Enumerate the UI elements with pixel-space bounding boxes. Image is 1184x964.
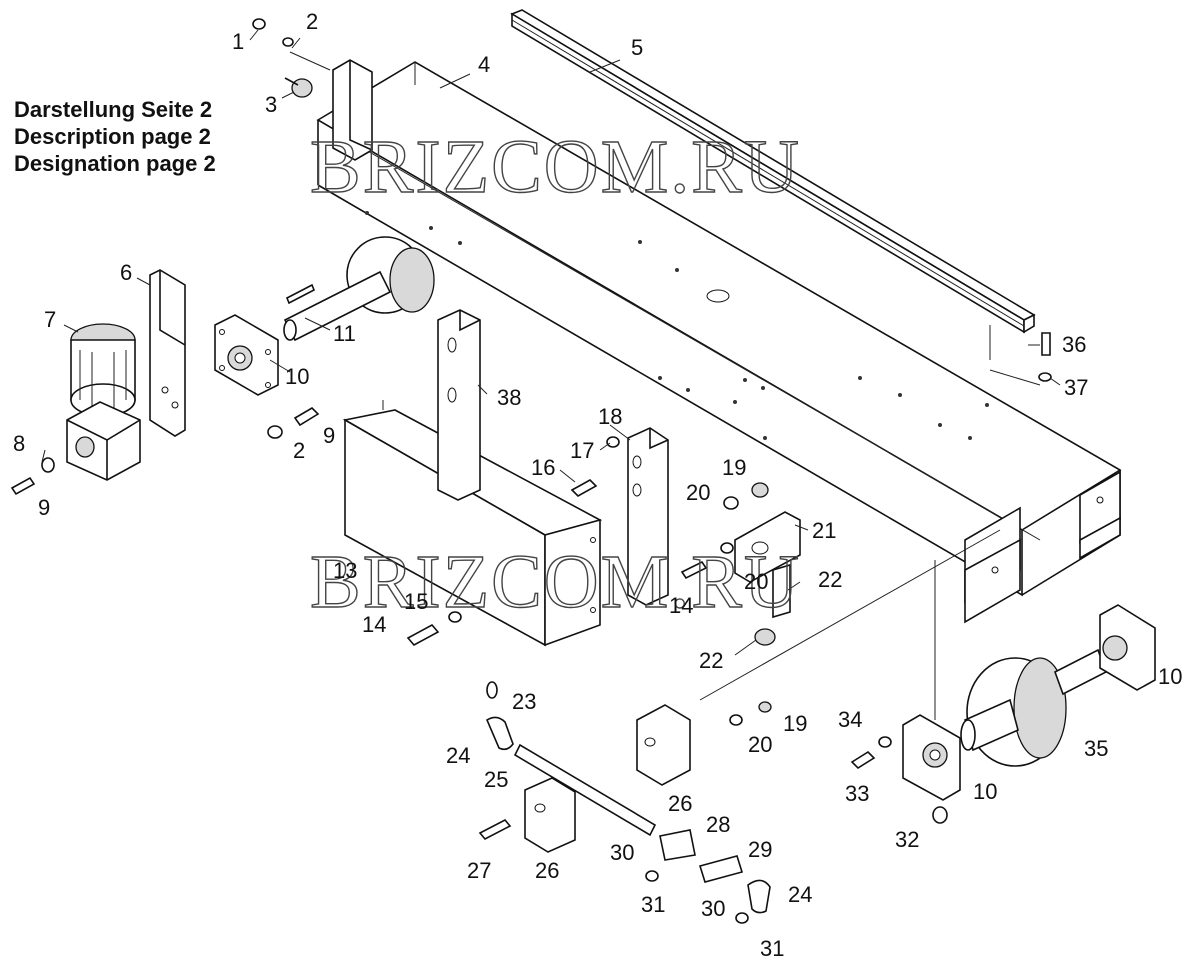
support-post-part (570, 427, 669, 606)
callout-28: 28 (706, 812, 730, 837)
callout-19: 19 (722, 455, 746, 480)
callout-4: 4 (478, 52, 490, 77)
callout-21: 21 (812, 518, 836, 543)
header-line-german: Darstellung Seite 2 (14, 97, 213, 122)
callout-35: 35 (1084, 736, 1108, 761)
pipe-assembly-part (478, 681, 772, 924)
callout-5: 5 (631, 35, 643, 60)
callout-9: 9 (323, 423, 335, 448)
callout-26: 26 (668, 791, 692, 816)
top-rail-part (510, 9, 1036, 334)
bearing-flange-left-part (214, 314, 279, 396)
upright-post-part (437, 309, 481, 501)
callout-30: 30 (701, 896, 725, 921)
callout-27: 27 (467, 858, 491, 883)
watermark-top: BRIZCOM.RU (310, 125, 801, 209)
gear-motor-part (66, 323, 141, 481)
page-reference-header: Darstellung Seite 2 Description page 2 D… (14, 96, 216, 177)
callout-22: 22 (699, 648, 723, 673)
callout-31: 31 (641, 892, 665, 917)
callout-38: 38 (497, 385, 521, 410)
callout-10: 10 (1158, 664, 1182, 689)
callout-7: 7 (44, 307, 56, 332)
callout-1: 1 (232, 29, 244, 54)
callout-25: 25 (484, 767, 508, 792)
callout-10: 10 (973, 779, 997, 804)
washer-and-bolt-left (10, 406, 320, 496)
callout-17: 17 (570, 438, 594, 463)
header-line-french: Designation page 2 (14, 151, 216, 176)
callout-33: 33 (845, 781, 869, 806)
callout-8: 8 (13, 431, 25, 456)
callout-37: 37 (1064, 375, 1088, 400)
callout-23: 23 (512, 689, 536, 714)
callout-24: 24 (788, 882, 812, 907)
callout-34: 34 (838, 707, 862, 732)
right-pulley-part (960, 648, 1107, 767)
callout-18: 18 (598, 404, 622, 429)
callout-3: 3 (265, 92, 277, 117)
callout-20: 20 (686, 480, 710, 505)
callout-2: 2 (293, 438, 305, 463)
callout-14: 14 (669, 593, 693, 618)
pulley-shaft-part (283, 236, 435, 342)
callout-15: 15 (404, 589, 428, 614)
callout-20: 20 (748, 732, 772, 757)
callout-6: 6 (120, 260, 132, 285)
leader-lines (41, 29, 1061, 720)
callout-labels: 1 2 3 4 5 6 7 8 9 9 2 10 10 10 11 13 14 … (13, 9, 1182, 961)
callout-2: 2 (306, 9, 318, 34)
callout-14: 14 (362, 612, 386, 637)
callout-20: 20 (744, 569, 768, 594)
callout-11: 11 (333, 321, 356, 346)
angle-bracket-part (720, 482, 801, 646)
callout-9: 9 (38, 495, 50, 520)
callout-16: 16 (531, 455, 555, 480)
callout-26: 26 (535, 858, 559, 883)
callout-31: 31 (760, 936, 784, 961)
callout-10: 10 (285, 364, 309, 389)
callout-29: 29 (748, 837, 772, 862)
callout-13: 13 (333, 558, 357, 583)
motor-bracket-part (149, 269, 186, 437)
main-frame-part (316, 61, 1122, 624)
callout-24: 24 (446, 743, 470, 768)
callout-36: 36 (1062, 332, 1086, 357)
bearing-flange-right-part (850, 604, 1156, 824)
callout-19: 19 (783, 711, 807, 736)
callout-22: 22 (818, 567, 842, 592)
bolts-lower (406, 560, 708, 647)
callout-30: 30 (610, 840, 634, 865)
upper-bracket-part (252, 18, 373, 161)
header-line-english: Description page 2 (14, 124, 211, 149)
screws-right (1038, 332, 1052, 382)
watermark-middle: BRIZCOM.RU (310, 540, 801, 624)
callout-32: 32 (895, 827, 919, 852)
